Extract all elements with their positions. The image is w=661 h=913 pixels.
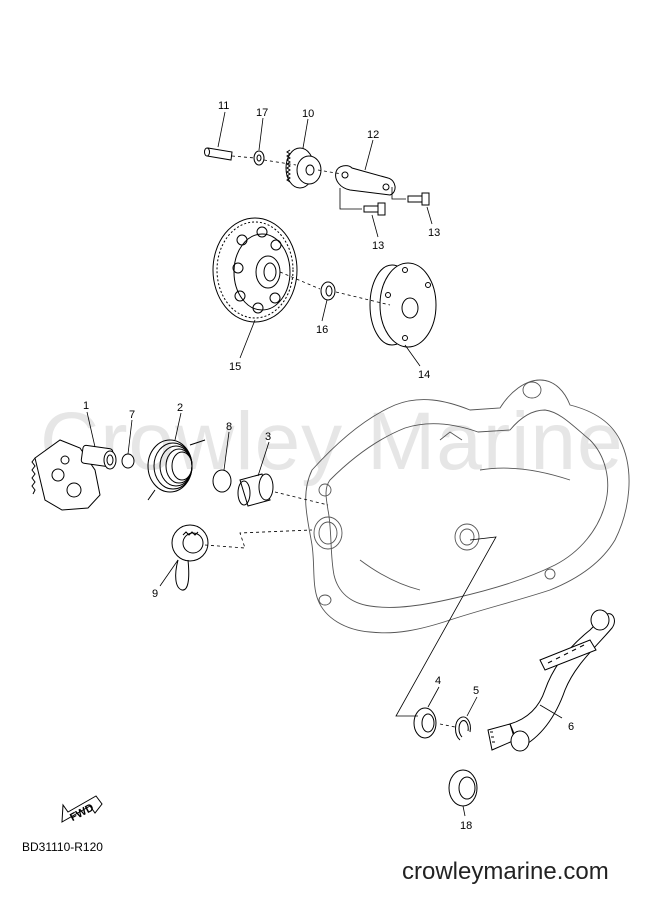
callout-13b: 13 xyxy=(428,227,440,239)
callout-6: 6 xyxy=(568,721,574,733)
part-13-bolt-left xyxy=(363,202,386,216)
callout-13a: 13 xyxy=(372,240,384,252)
callout-11: 11 xyxy=(218,100,229,112)
part-12-plate xyxy=(335,165,396,196)
part-4-oil-seal xyxy=(413,707,437,739)
callout-leaders xyxy=(86,111,563,817)
part-13-bolt-right xyxy=(407,192,430,206)
part-10-idler-gear xyxy=(285,147,322,189)
site-watermark: crowleymarine.com xyxy=(402,858,609,885)
part-5-circlip xyxy=(455,716,471,741)
fwd-arrow-icon: FWD xyxy=(61,795,103,824)
callout-2: 2 xyxy=(177,402,183,414)
part-15-starter-gear xyxy=(212,217,298,323)
part-18-cap xyxy=(448,769,478,807)
part-17-washer xyxy=(253,150,265,166)
callout-5: 5 xyxy=(473,685,479,697)
callout-14: 14 xyxy=(418,369,430,381)
part-7-circlip xyxy=(121,453,135,469)
callout-17: 17 xyxy=(256,107,268,119)
part-11-shaft xyxy=(204,147,233,161)
callout-18: 18 xyxy=(460,820,472,832)
drawing-code: BD31110-R120 xyxy=(22,840,103,854)
part-8-o-ring xyxy=(212,469,232,493)
callout-9: 9 xyxy=(152,588,158,600)
part-1-kick-axle-assy xyxy=(31,439,117,511)
part-6-kick-crank xyxy=(487,609,615,752)
crankcase-cover xyxy=(305,379,630,634)
callouts: 1 2 3 4 5 6 7 8 9 10 11 12 13 13 14 15 1… xyxy=(83,100,574,832)
part-2-kick-spring xyxy=(147,439,206,501)
callout-16: 16 xyxy=(316,324,328,336)
callout-4: 4 xyxy=(435,675,441,687)
callout-12: 12 xyxy=(367,129,379,141)
callout-1: 1 xyxy=(83,400,89,412)
part-3-collar xyxy=(237,473,274,507)
fwd-label: FWD xyxy=(68,802,96,824)
watermark: Crowley Marine xyxy=(40,396,624,487)
callout-15: 15 xyxy=(229,361,241,373)
part-16-washer xyxy=(320,281,336,301)
assembly-lines xyxy=(204,155,497,728)
part-9-kick-pinion xyxy=(171,524,209,591)
callout-8: 8 xyxy=(226,421,232,433)
callout-3: 3 xyxy=(265,431,271,443)
callout-7: 7 xyxy=(129,409,135,421)
part-14-one-way-clutch xyxy=(369,262,437,348)
callout-10: 10 xyxy=(302,108,314,120)
